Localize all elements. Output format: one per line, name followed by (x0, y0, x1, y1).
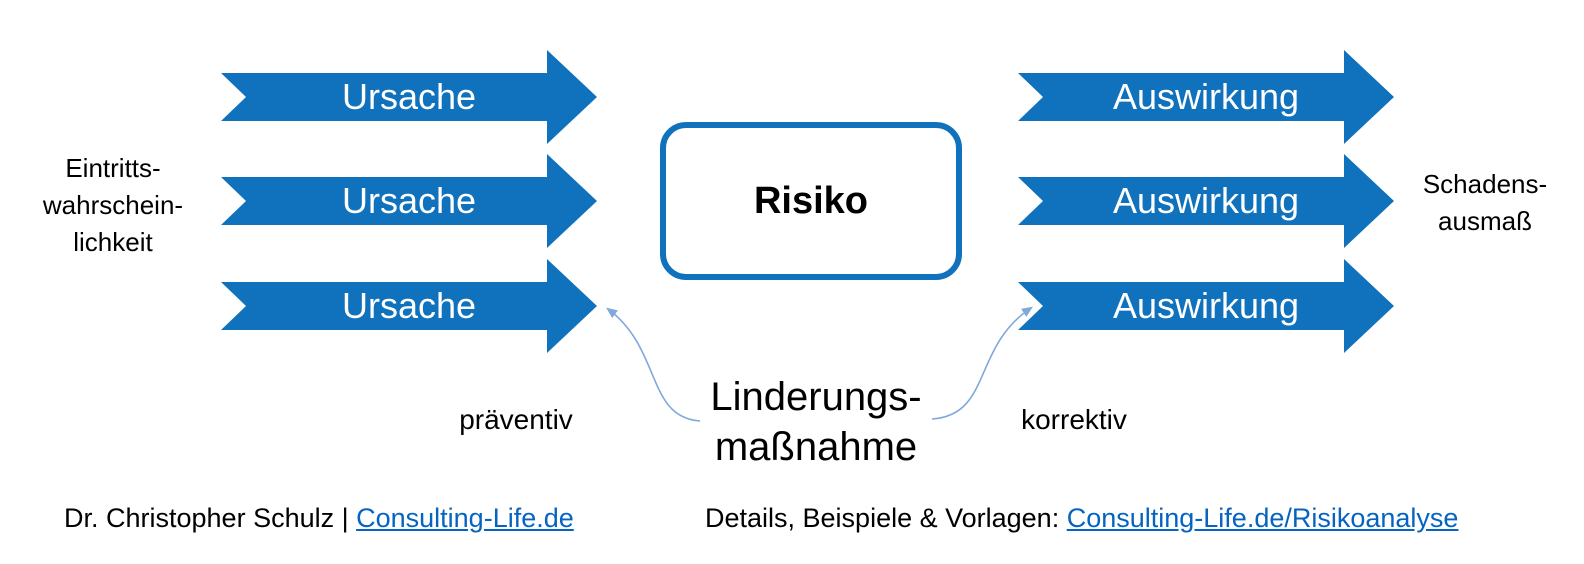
right-arrow-icon (1018, 259, 1394, 353)
mitigation-label: Linderungs- maßnahme (710, 375, 922, 469)
preventive-label: präventiv (459, 404, 573, 435)
damage-extent-label: Schadens- ausmaß (1422, 169, 1548, 236)
cause-arrow-1: Ursache (221, 50, 597, 144)
footer-author-text: Dr. Christopher Schulz | (64, 503, 357, 533)
right-arrow-icon (221, 50, 597, 144)
right-arrow-icon (1018, 50, 1394, 144)
footer-details-link[interactable]: Consulting-Life.de/Risikoanalyse (1066, 503, 1459, 533)
cause-arrow-label: Ursache (341, 285, 477, 326)
corrective-label: korrektiv (1021, 404, 1127, 435)
footer-details-text: Details, Beispiele & Vorlagen: (705, 503, 1067, 533)
cause-arrow-label: Ursache (341, 180, 477, 221)
risk-box-label: Risiko (753, 179, 869, 222)
cause-arrow-3: Ursache (221, 259, 597, 353)
effect-arrow-3: Auswirkung (1018, 259, 1394, 353)
right-arrow-icon (221, 259, 597, 353)
risk-box: Risiko (660, 122, 962, 280)
effect-arrow-label: Auswirkung (1112, 76, 1300, 117)
effect-arrow-2: Auswirkung (1018, 154, 1394, 248)
footer-details: Details, Beispiele & Vorlagen: Consultin… (705, 503, 1458, 534)
right-arrow-icon (221, 154, 597, 248)
effect-arrow-1: Auswirkung (1018, 50, 1394, 144)
cause-arrow-2: Ursache (221, 154, 597, 248)
cause-arrow-label: Ursache (341, 76, 477, 117)
effect-arrow-label: Auswirkung (1112, 180, 1300, 221)
right-arrow-icon (1018, 154, 1394, 248)
footer-author: Dr. Christopher Schulz | Consulting-Life… (64, 503, 574, 534)
probability-label: Eintritts- wahrschein- lichkeit (42, 153, 184, 257)
effect-arrow-label: Auswirkung (1112, 285, 1300, 326)
footer-author-link[interactable]: Consulting-Life.de (356, 503, 574, 533)
